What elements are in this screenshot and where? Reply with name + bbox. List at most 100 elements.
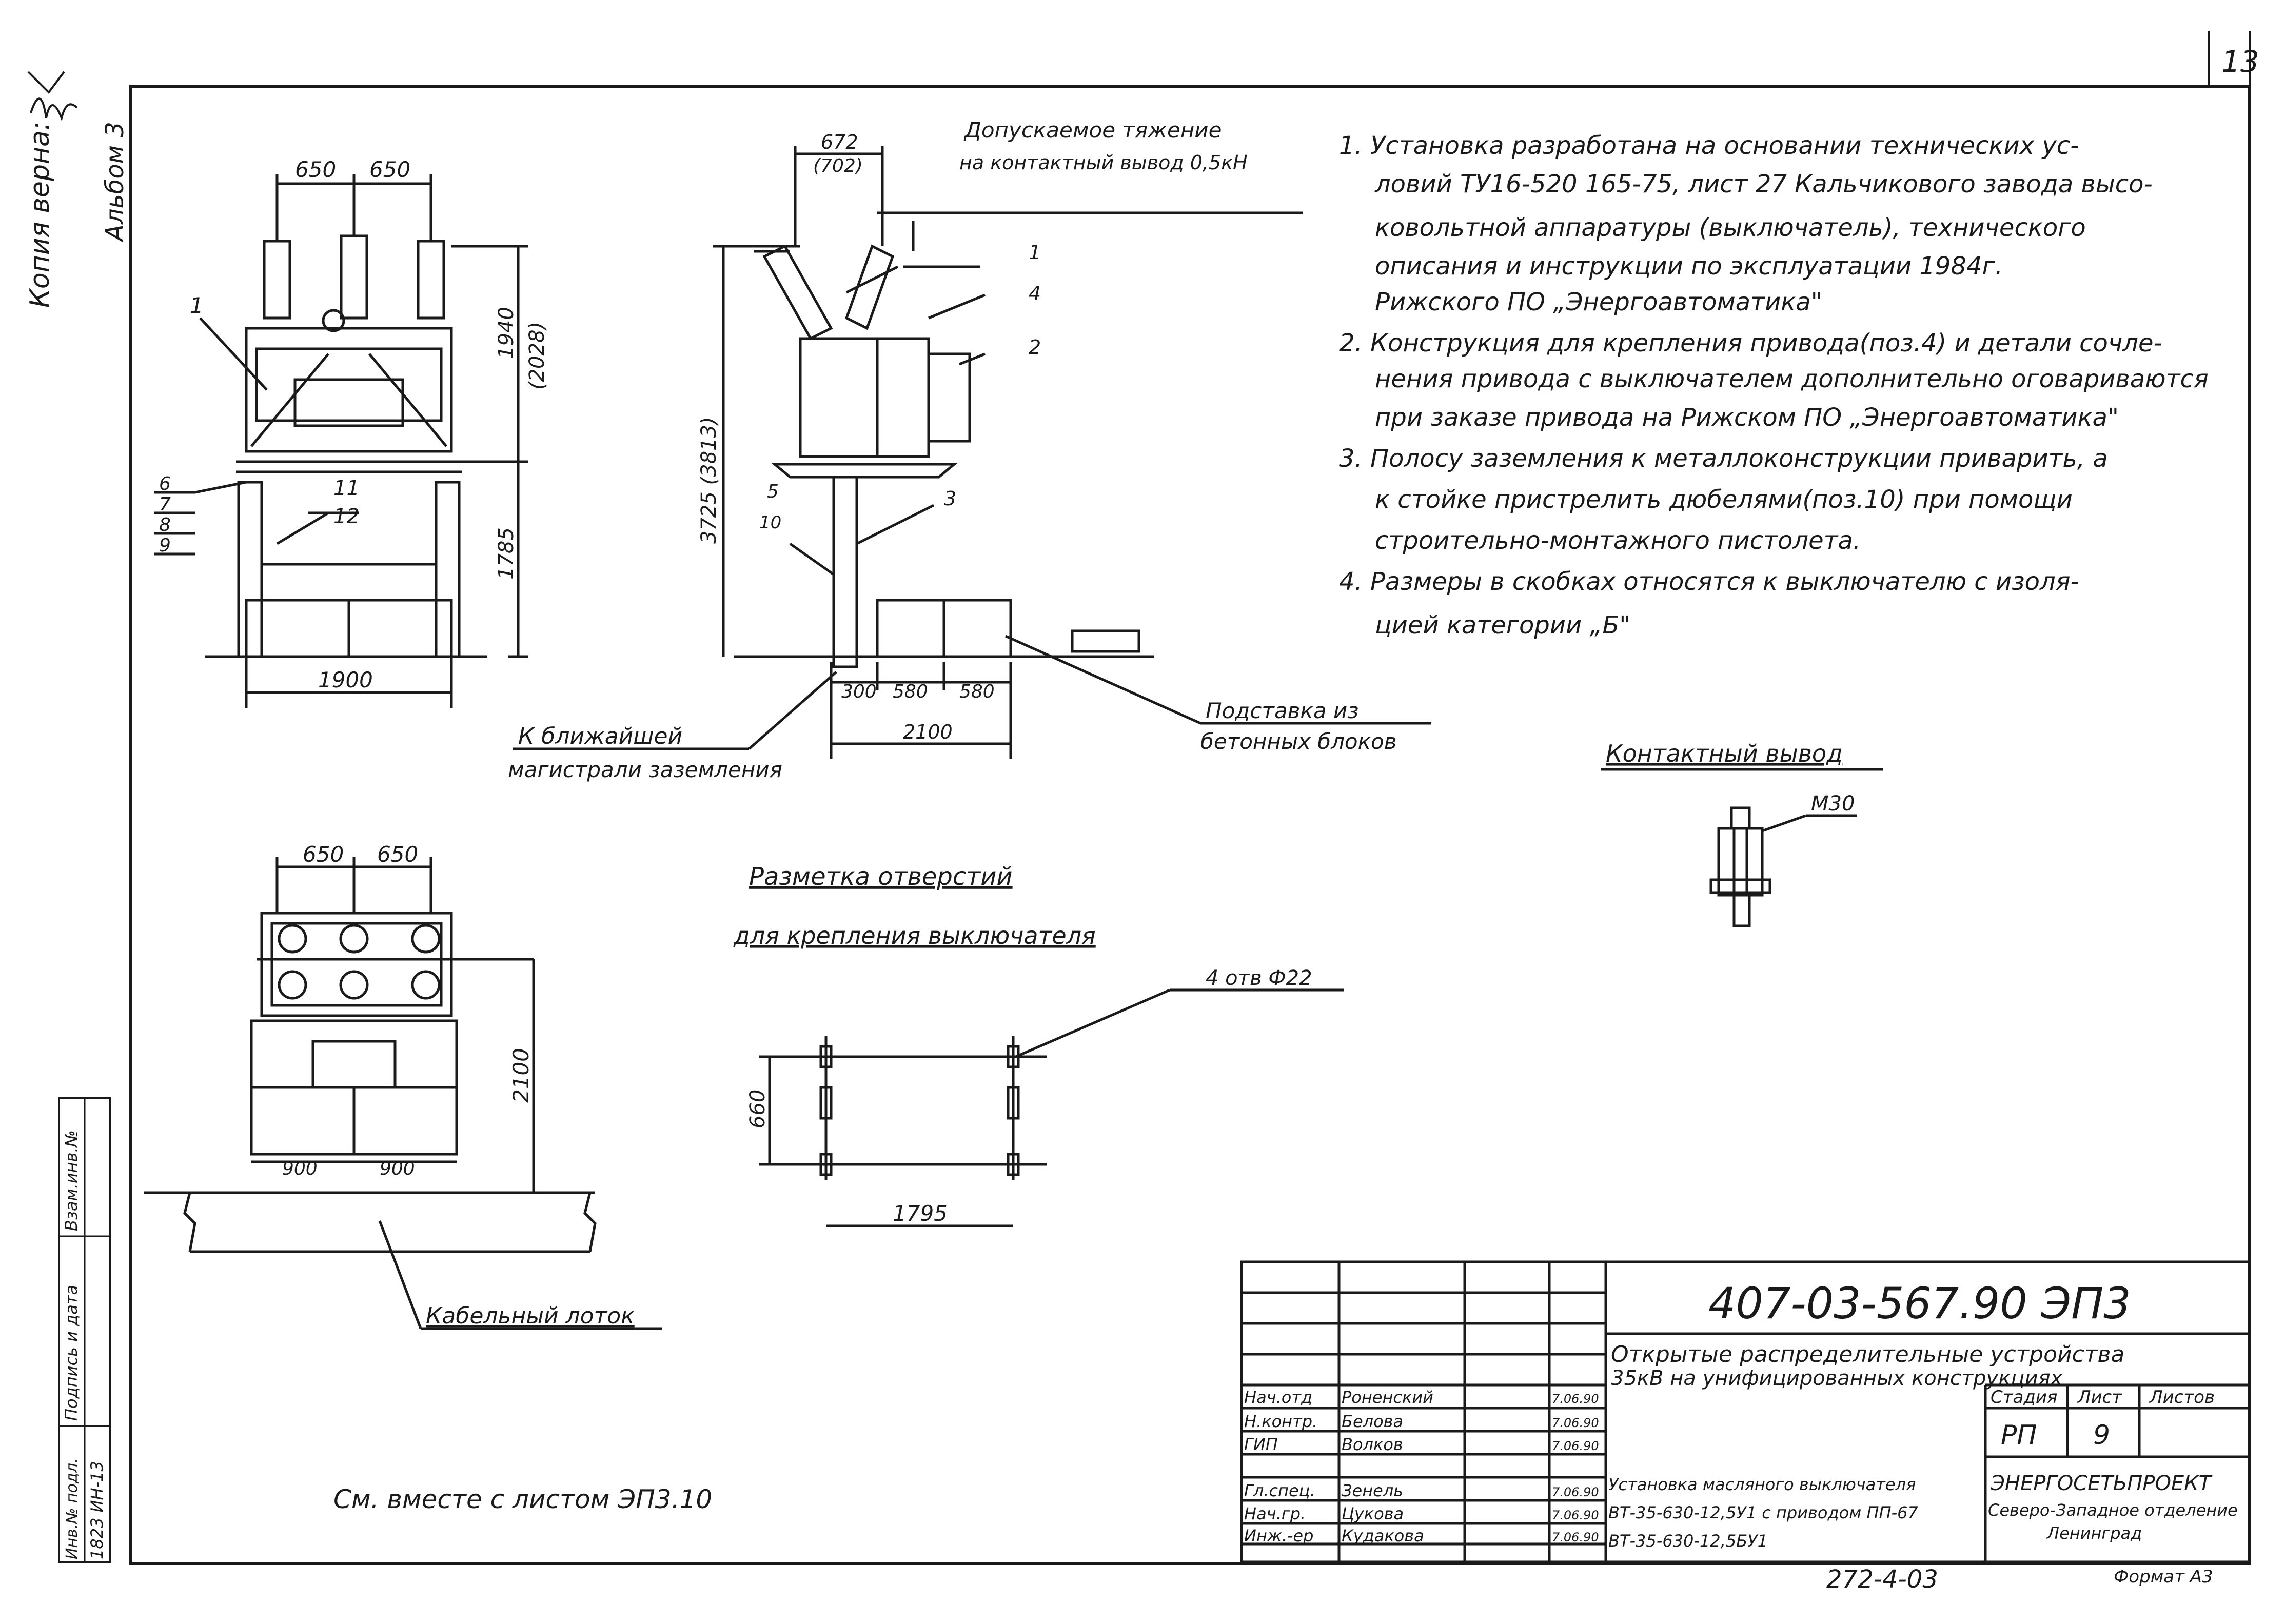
signer-name: Цукова: [1342, 1504, 1404, 1523]
note-line-2: ловий ТУ16-520 165-75, лист 27 Кальчиков…: [1374, 170, 2153, 199]
org-line-3: Ленинград: [2046, 1523, 2142, 1543]
note-line-13: цией категории „Б": [1375, 611, 1630, 640]
sheet-frame: [129, 31, 2251, 1565]
front-pos-1: 1: [190, 293, 204, 318]
title-line-1: Открытые распределительные устройства: [1611, 1341, 2124, 1368]
stamp-sign-date-label: Подпись и дата: [62, 1285, 81, 1421]
signature-mark: [27, 71, 78, 122]
left-stamp-table: [58, 1097, 111, 1563]
holes-title-line2: для крепления выключателя: [733, 922, 1096, 949]
sheets-label: Листов: [2149, 1387, 2215, 1408]
front-dim-650-b: 650: [369, 157, 410, 182]
signer-date: 7.06.90: [1552, 1416, 1599, 1430]
side-dim-702: (702): [813, 155, 863, 176]
note-line-9: 3. Полосу заземления к металлоконструкци…: [1339, 444, 2108, 473]
side-pos-5: 5: [767, 481, 779, 502]
signer-role: Н.контр.: [1244, 1412, 1317, 1431]
side-dim-672: 672: [821, 131, 858, 153]
signers-table: Нач.отд Роненский 7.06.90 Н.контр. Белов…: [1244, 1388, 1599, 1546]
tension-line2: на контактный вывод 0,5кН: [959, 151, 1248, 174]
stamp-replace-label: Взам.инв.№: [62, 1130, 81, 1231]
blocks-note-line1: Подставка из: [1206, 698, 1358, 723]
signer-date: 7.06.90: [1552, 1508, 1599, 1522]
signer-role: Нач.гр.: [1244, 1504, 1306, 1523]
signer-name: Волков: [1342, 1435, 1403, 1454]
signer-role: Нач.отд: [1244, 1388, 1312, 1407]
front-view-labels: 650 650 1940 (2028) 1785 1900 1 6 7 8 9 …: [159, 157, 549, 692]
signer-date: 7.06.90: [1552, 1392, 1599, 1406]
front-pos-9: 9: [159, 535, 171, 556]
side-pos-2: 2: [1029, 336, 1041, 359]
front-dim-2028: (2028): [525, 322, 549, 390]
plan-dim-650-a: 650: [303, 842, 344, 867]
side-dim-580b: 580: [959, 681, 995, 702]
together-note: См. вместе с листом ЭП3.10: [333, 1484, 712, 1514]
format-label: Формат А3: [2114, 1567, 2213, 1587]
doc-line-1: Установка масляного выключателя: [1608, 1475, 1916, 1494]
sheet-value: 9: [2093, 1420, 2110, 1451]
sheet-label: Лист: [2077, 1387, 2122, 1408]
plan-dim-650-b: 650: [377, 842, 418, 867]
front-dim-1900: 1900: [318, 667, 373, 692]
title-block-grid: [1240, 1260, 2251, 1563]
note-line-7: нения привода с выключателем дополнитель…: [1375, 365, 2209, 393]
note-line-8: при заказе привода на Рижском ПО „Энерго…: [1375, 403, 2119, 432]
plan-dim-2100: 2100: [508, 1048, 534, 1103]
ground-note-line1: К ближайшей: [518, 723, 682, 749]
stage-value: РП: [2001, 1420, 2037, 1451]
plan-dim-900-b: 900: [380, 1158, 415, 1179]
signer-name: Зенель: [1342, 1481, 1403, 1500]
note-line-4: описания и инструкции по эксплуатации 19…: [1375, 252, 2003, 281]
holes-label: 4 отв Ф22: [1206, 966, 1312, 990]
note-line-11: строительно-монтажного пистолета.: [1375, 526, 1861, 555]
title-line-2: 35кВ на унифицированных конструкциях: [1611, 1366, 2063, 1390]
side-pos-10: 10: [759, 512, 781, 533]
holes-layout-drawing: [759, 988, 1344, 1227]
side-dim-2100: 2100: [903, 721, 953, 743]
signer-name: Белова: [1342, 1412, 1403, 1431]
side-dim-height: 3725 (3813): [697, 417, 721, 544]
front-pos-7: 7: [159, 494, 171, 515]
front-pos-8: 8: [159, 514, 171, 536]
note-line-6: 2. Конструкция для крепления привода(поз…: [1339, 329, 2162, 358]
signer-name: Роненский: [1342, 1388, 1433, 1407]
front-dim-650-a: 650: [295, 157, 336, 182]
signer-date: 7.06.90: [1552, 1439, 1599, 1453]
note-line-3: ковольтной аппаратуры (выключатель), тех…: [1375, 213, 2086, 242]
plan-view-drawing: [144, 857, 662, 1330]
side-pos-4: 4: [1029, 282, 1041, 305]
front-pos-12: 12: [333, 505, 360, 528]
plan-dim-900-a: 900: [282, 1158, 318, 1179]
tension-line1: Допускаемое тяжение: [963, 117, 1222, 143]
side-pos-3: 3: [944, 487, 956, 510]
holes-dim-1795: 1795: [893, 1201, 948, 1226]
signer-role: Инж.-ер: [1244, 1526, 1313, 1546]
side-view-labels: 672 (702) Допускаемое тяжение на контакт…: [508, 117, 1396, 782]
plan-view-labels: 650 650 2100 900 900 Кабельный лоток: [282, 842, 635, 1329]
album-label: Альбом 3: [101, 122, 129, 243]
front-dim-1785: 1785: [495, 527, 518, 580]
bottom-code: 272-4-03: [1826, 1565, 1938, 1594]
front-view-drawing: [154, 174, 528, 708]
note-line-1: 1. Установка разработана на основании те…: [1339, 131, 2079, 160]
signer-date: 7.06.90: [1552, 1530, 1599, 1544]
contact-thread: М30: [1811, 792, 1855, 816]
front-pos-11: 11: [333, 477, 360, 500]
side-pos-1: 1: [1029, 241, 1041, 264]
stamp-inv-value: 1823 ИН-13: [87, 1461, 107, 1559]
drawing-code: 407-03-567.90 ЭП3: [1708, 1278, 2131, 1329]
stamp-inv-label: Инв.№ подл.: [63, 1458, 81, 1559]
front-dim-1940: 1940: [495, 307, 518, 359]
signer-name: Кудакова: [1342, 1526, 1424, 1546]
org-line-2: Северо-Западное отделение: [1988, 1500, 2238, 1520]
doc-line-2: ВТ-35-630-12,5У1 с приводом ПП-67: [1608, 1503, 1919, 1522]
side-dim-300: 300: [841, 681, 877, 702]
side-view-drawing: [513, 146, 1431, 759]
front-pos-6: 6: [159, 473, 171, 494]
copy-verified-label: Копия верна:: [25, 122, 55, 308]
signer-role: Гл.спец.: [1244, 1481, 1315, 1500]
signer-date: 7.06.90: [1552, 1485, 1599, 1499]
note-line-12: 4. Размеры в скобках относятся к выключа…: [1339, 567, 2079, 596]
side-dim-580a: 580: [893, 681, 928, 702]
